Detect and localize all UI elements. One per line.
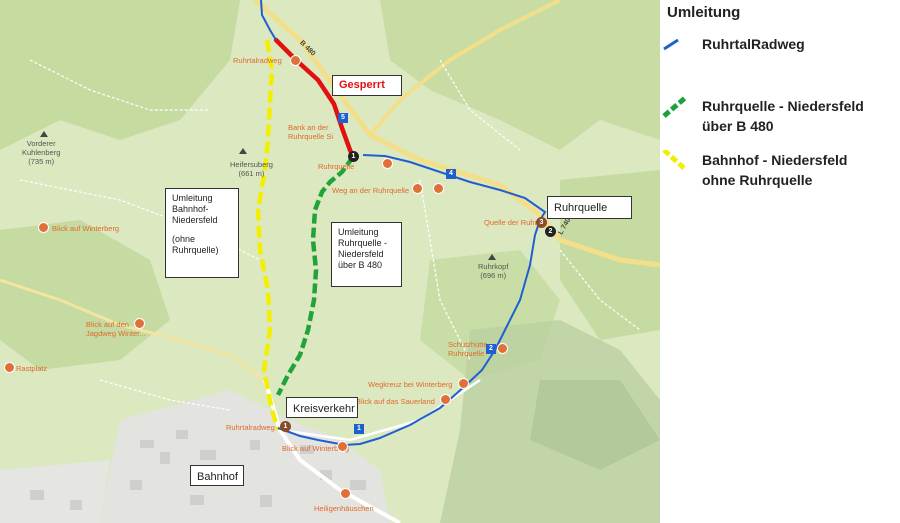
callout-umleitung-ruhrquelle: Umleitung Ruhrquelle - Niedersfeld über … xyxy=(331,222,402,287)
legend-label-radweg: RuhrtalRadweg xyxy=(702,36,805,52)
road-b480 xyxy=(253,0,660,268)
legend-swatch-yellow xyxy=(662,150,688,172)
poi-label-ruhrtalradweg: Ruhrtalradweg xyxy=(233,56,282,65)
town-area xyxy=(100,390,390,523)
poi-label-wegkreuz: Wegkreuz bei Winterberg xyxy=(368,380,453,389)
callout-kreisverkehr: Kreisverkehr xyxy=(286,397,358,418)
poi-label-blick-winterberg-south: Blick auf Winterberg xyxy=(282,444,350,453)
peak-label-ruhrkopf: Ruhrkopf (696 m) xyxy=(478,262,509,280)
poi-label-blick-jagdweg: Blick auf den Jagdweg Winter... xyxy=(86,320,146,338)
poi-marker xyxy=(134,318,145,329)
route-badge-4: 4 xyxy=(446,169,456,179)
legend-swatch-blue xyxy=(663,38,679,51)
route-marker-1: 1 xyxy=(348,151,359,162)
route-badge-1: 1 xyxy=(354,424,364,434)
poi-marker xyxy=(412,183,423,194)
peak-label-vorderer-kuhlenberg: Vorderer Kuhlenberg (735 m) xyxy=(22,139,61,166)
poi-label-blick-winterberg: Blick auf Winterberg xyxy=(52,224,120,233)
road-west xyxy=(0,278,266,382)
poi-label-ruhrquelle: Ruhrquelle xyxy=(318,162,355,171)
peak-label-heifersuberg: Heifersuberg (661 m) xyxy=(230,160,273,178)
poi-marker xyxy=(458,378,469,389)
poi-label-bank: Bank an der Ruhrquelle Si xyxy=(288,123,334,141)
poi-marker xyxy=(433,183,444,194)
forest-area xyxy=(380,0,660,150)
radweg-blue-north xyxy=(260,0,277,41)
route-badge-2: 2 xyxy=(486,344,496,354)
radweg-blue xyxy=(277,154,547,447)
poi-label-heiligenhaeuschen: Heiligenhäuschen xyxy=(314,504,374,513)
poi-label-blick-sauerland: Blick auf das Sauerland xyxy=(356,397,435,406)
road-b480-north xyxy=(368,0,561,137)
callout-ruhrquelle: Ruhrquelle xyxy=(547,196,632,219)
route-badge-5: 5 xyxy=(338,113,348,123)
summit-icon xyxy=(488,254,496,260)
poi-label-weg-an-der-ruhrquelle: Weg an der Ruhrquelle xyxy=(332,186,409,195)
poi-marker xyxy=(440,394,451,405)
poi-label-quelle-der-ruhr: Quelle der Ruhr xyxy=(484,218,537,227)
detour-green xyxy=(275,155,355,397)
poi-marker xyxy=(337,441,348,452)
forest-area xyxy=(0,220,170,370)
legend-swatch-green xyxy=(662,96,687,118)
legend-panel: Umleitung RuhrtalRadweg Ruhrquelle - Nie… xyxy=(660,0,900,523)
route-marker-1-south: 1 xyxy=(280,421,291,432)
poi-marker xyxy=(4,362,15,373)
poi-marker xyxy=(382,158,393,169)
route-marker-2: 2 xyxy=(545,226,556,237)
town-area xyxy=(0,460,110,523)
poi-marker xyxy=(340,488,351,499)
poi-marker xyxy=(497,343,508,354)
poi-marker xyxy=(290,55,301,66)
poi-marker xyxy=(38,222,49,233)
topographic-map xyxy=(0,0,660,523)
detour-yellow xyxy=(255,39,281,431)
legend-label-yellow: Bahnhof - Niedersfeld ohne Ruhrquelle xyxy=(702,152,848,188)
legend-label-green: Ruhrquelle - Niedersfeld über B 480 xyxy=(702,98,864,134)
summit-icon xyxy=(239,148,247,154)
callout-bahnhof: Bahnhof xyxy=(190,465,244,486)
summit-icon xyxy=(40,131,48,137)
hillshade-area xyxy=(530,380,660,470)
forest-area xyxy=(0,0,240,150)
callout-gesperrt: Gesperrt xyxy=(332,75,402,96)
callout-umleitung-bahnhof: Umleitung Bahnhof- Niedersfeld (ohne Ruh… xyxy=(165,188,239,278)
poi-label-schutzhuette: Schutzhütte Ruhrquelle xyxy=(448,340,488,358)
legend-title: Umleitung xyxy=(667,4,741,21)
poi-label-ruhrtalradweg-south: Ruhrtalradweg xyxy=(226,423,275,432)
route-marker-3: 3 xyxy=(536,217,547,228)
poi-label-rastplatz: Rastplatz xyxy=(16,364,48,373)
